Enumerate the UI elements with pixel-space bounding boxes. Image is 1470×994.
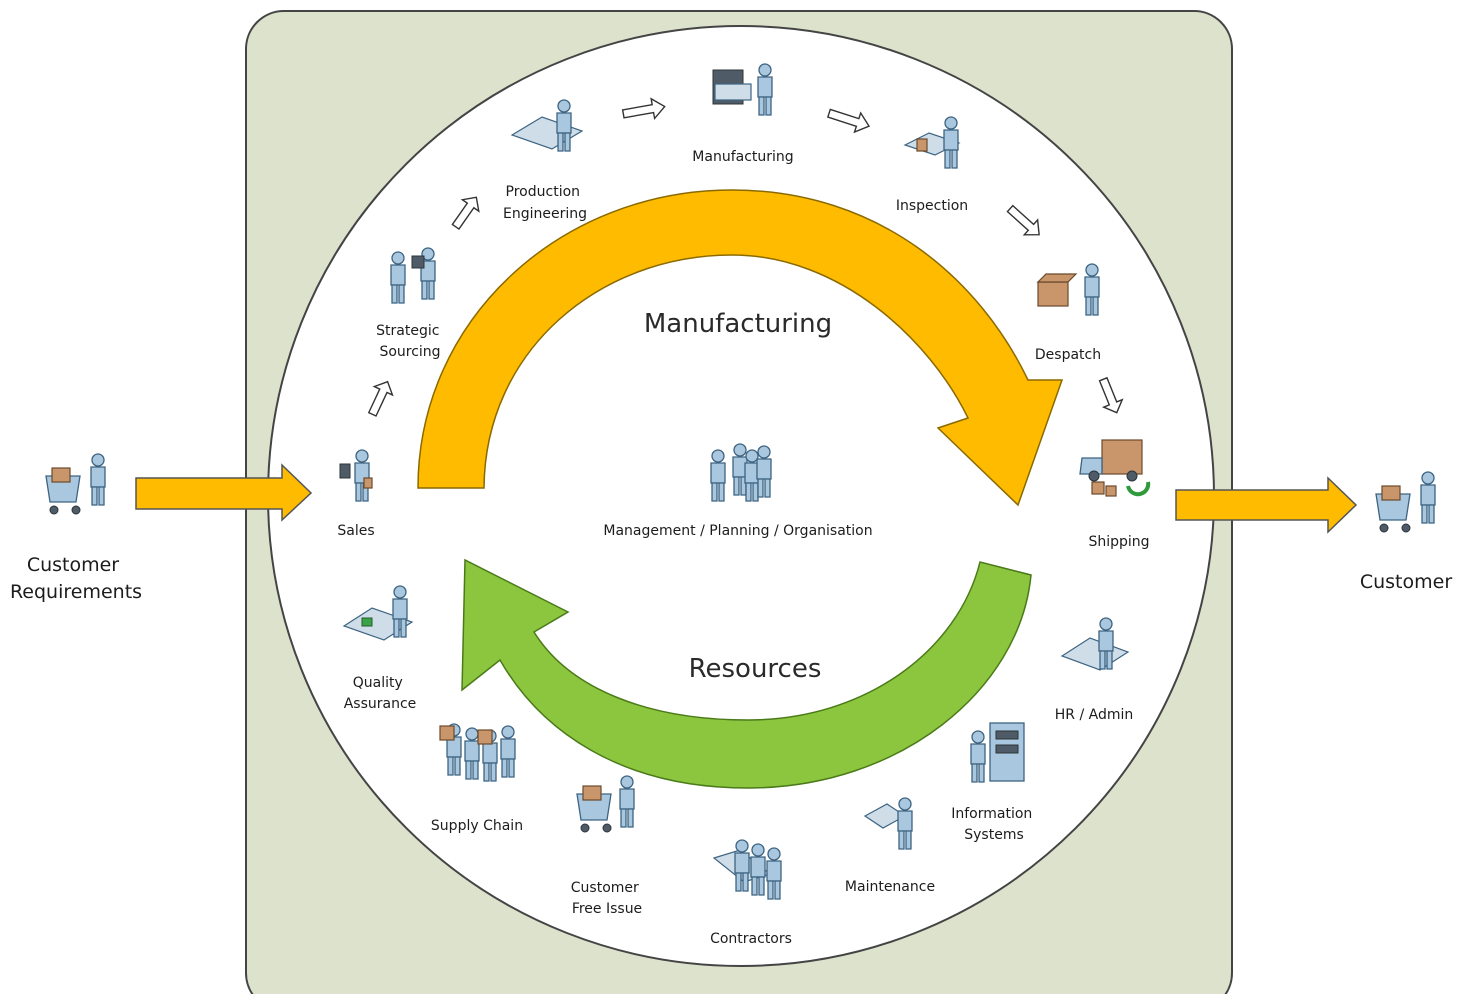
management-team-icon [710, 443, 772, 502]
step-label-inspection: Inspection [896, 198, 968, 214]
delivery-truck-icon [1079, 439, 1151, 497]
step-label-production-engineering: Production Engineering [503, 184, 587, 222]
server-icon [970, 722, 1025, 783]
shopping-cart-icon [576, 775, 635, 833]
salesperson-icon [339, 449, 373, 502]
resource-label-maintenance: Maintenance [845, 879, 935, 895]
flow-arrow-manufacturing-to-inspection [826, 108, 871, 134]
technician-icon [863, 797, 913, 850]
step-labels: Sales Strategic Sourcing Production Engi… [337, 149, 1149, 550]
engineer-desk-icon [510, 99, 584, 152]
contractor-team-icon [712, 839, 782, 900]
flow-arrow-sales-to-sourcing [367, 380, 394, 417]
qa-desk-icon [342, 585, 414, 641]
step-label-manufacturing: Manufacturing [692, 149, 793, 165]
handshake-icon [390, 247, 436, 304]
customer-output-arrow [1175, 476, 1358, 534]
customer-requirements-icon [45, 453, 106, 515]
flow-arrow-despatch-to-shipping [1098, 376, 1124, 414]
step-label-despatch: Despatch [1035, 347, 1101, 363]
resource-label-information-systems: Information Systems [951, 806, 1037, 843]
flow-arrow-engineering-to-manufacturing [621, 97, 666, 121]
step-label-strategic-sourcing: Strategic Sourcing [376, 323, 444, 360]
inspector-icon [903, 116, 961, 169]
customer-requirements-input-arrow [135, 463, 313, 522]
resource-labels: HR / Admin Information Systems Maintenan… [344, 675, 1134, 947]
process-circle [267, 25, 1215, 967]
manufacturing-cycle-label: Manufacturing [644, 309, 832, 339]
desk-worker-icon [1060, 617, 1130, 671]
management-label: Management / Planning / Organisation [603, 523, 872, 539]
flow-arrow-sourcing-to-engineering [451, 196, 480, 231]
supply-team-icon [439, 723, 516, 782]
resource-label-quality-assurance: Quality Assurance [344, 675, 417, 712]
resource-label-customer-free-issue: Customer Free Issue [571, 880, 643, 917]
resources-cycle-arrow [461, 558, 1032, 789]
machine-operator-icon [712, 63, 773, 116]
resource-label-hr-admin: HR / Admin [1055, 707, 1134, 723]
step-label-sales: Sales [337, 523, 374, 539]
resources-cycle-label: Resources [689, 654, 822, 684]
packing-icon [1036, 263, 1100, 316]
flow-arrows [367, 97, 1124, 417]
flow-arrow-inspection-to-despatch [1006, 204, 1040, 236]
manufacturing-cycle-arrow [417, 189, 1064, 507]
resource-label-contractors: Contractors [710, 931, 792, 947]
step-label-shipping: Shipping [1088, 534, 1149, 550]
customer-label: Customer [1360, 571, 1452, 593]
customer-requirements-label: Customer Requirements [10, 554, 142, 603]
resource-label-supply-chain: Supply Chain [431, 818, 523, 834]
customer-icon [1375, 471, 1436, 533]
